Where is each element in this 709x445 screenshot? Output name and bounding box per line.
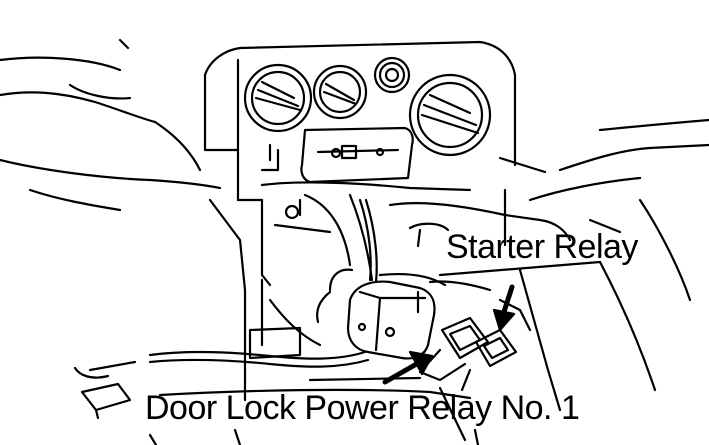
starter-relay-label: Starter Relay [446,228,638,266]
dial-middle [312,64,368,120]
floor-lines [148,376,480,445]
control-panel-slider [300,126,414,184]
dial-left [243,63,313,133]
wiring-harness [73,198,447,379]
relay-sockets [418,280,532,392]
dial-right [408,73,492,157]
right-side-outline [528,118,709,302]
mounting-bracket [80,382,132,420]
door-lock-relay-arrow [382,350,434,385]
door-lock-power-relay-label: Door Lock Power Relay No. 1 [145,389,580,427]
left-dash-outline [0,38,222,212]
lower-console [208,181,657,412]
console-housing [203,40,547,287]
knob-small [373,56,411,94]
starter-relay-arrow [492,284,516,332]
door-lock-relay-body [346,280,436,360]
